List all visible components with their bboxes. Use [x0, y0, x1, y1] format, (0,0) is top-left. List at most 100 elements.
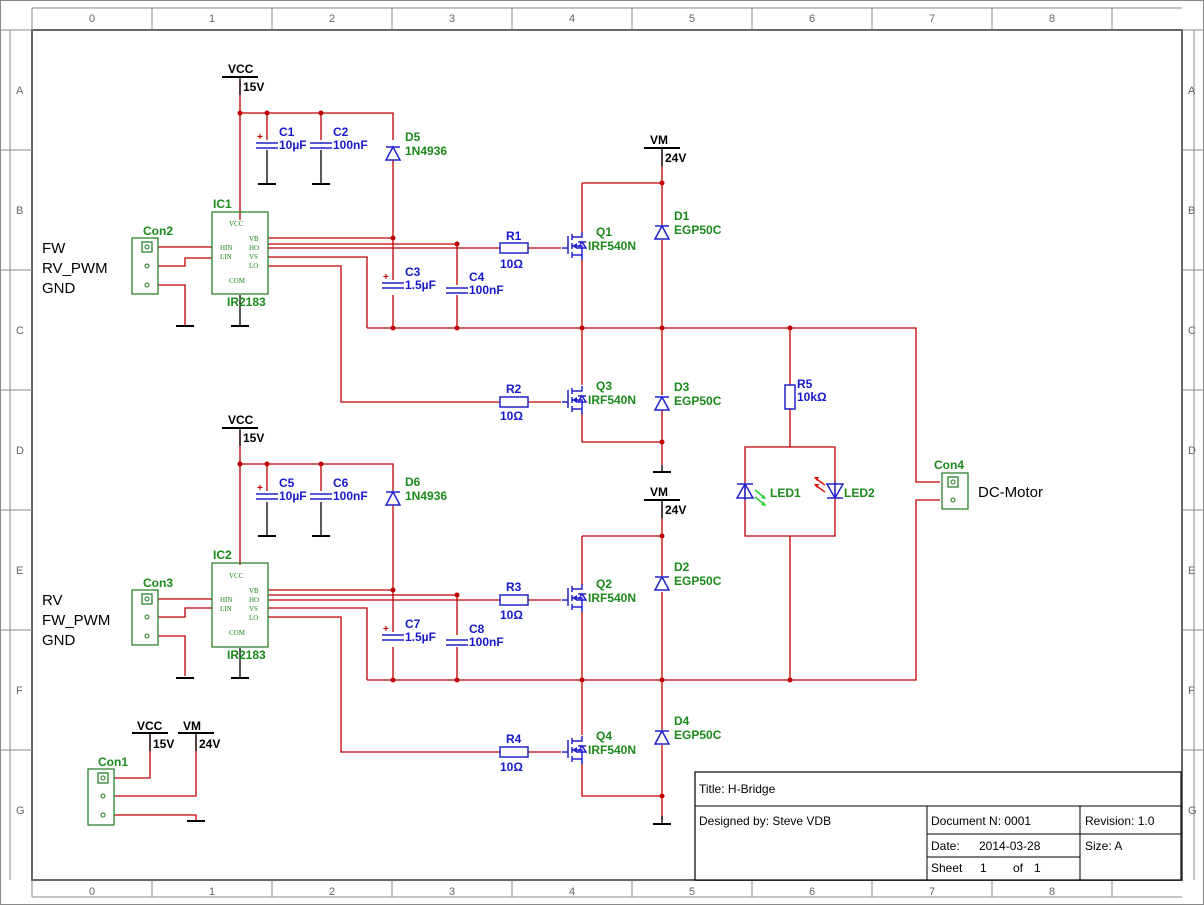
pin-hin: HIN: [220, 596, 232, 604]
column-label: 3: [449, 886, 455, 898]
ref-label: R5: [797, 377, 813, 391]
capacitor-c3[interactable]: +C31.5µF: [382, 265, 436, 292]
date-value: 2014-03-28: [979, 839, 1041, 853]
connector-con2[interactable]: Con2 FW RV_PWM GND: [42, 224, 173, 297]
vcc-value: 15V: [243, 431, 264, 445]
ref-label: LED1: [770, 486, 801, 500]
connector-con1[interactable]: Con1: [87, 755, 128, 826]
value-label: EGP50C: [674, 223, 722, 237]
junction-dot: [659, 439, 665, 445]
part-label: IRF540N: [588, 743, 636, 757]
pin-ho: HO: [249, 596, 259, 604]
resistor-r5[interactable]: R5 10kΩ: [784, 377, 827, 410]
value-label: 1.5µF: [405, 278, 436, 292]
title-block: Title: H-Bridge Designed by: Steve VDB D…: [694, 771, 1182, 881]
pin-vb: VB: [249, 235, 259, 243]
junction-dot: [390, 587, 396, 593]
resistor-r2[interactable]: R2 10Ω: [499, 382, 529, 423]
designed-value: Steve VDB: [772, 814, 831, 828]
document-label: Document N:: [931, 814, 1001, 828]
ic-ic1[interactable]: IC1 IR2183 VCC HIN LIN COM VB HO VS LO: [211, 197, 269, 309]
column-label: 7: [929, 886, 935, 898]
power-vm-con1: VM 24V: [178, 719, 220, 751]
value-label: 10Ω: [500, 409, 523, 423]
value-label: 10kΩ: [797, 390, 827, 404]
junction-dot: [579, 325, 585, 331]
vm-label: VM: [183, 719, 201, 733]
junction-dot: [659, 677, 665, 683]
junction-dot: [390, 235, 396, 241]
date-label: Date:: [931, 839, 960, 853]
vm-label: VM: [650, 133, 668, 147]
value-label: 10Ω: [500, 257, 523, 271]
column-label: 6: [809, 886, 815, 898]
connector-con3[interactable]: Con3 RV FW_PWM GND: [42, 576, 173, 649]
junction-dot: [454, 325, 460, 331]
wires: [114, 80, 940, 820]
value-label: 100nF: [333, 489, 368, 503]
signal-rv-pwm: RV_PWM: [42, 260, 108, 277]
led-led2[interactable]: LED2: [814, 477, 875, 500]
power-vm-mid: VM 24V: [644, 485, 686, 518]
column-label: 5: [689, 886, 695, 898]
column-label: 4: [569, 13, 575, 25]
ref-label: D2: [674, 560, 690, 574]
part-label: IR2183: [227, 295, 266, 309]
value-label: 1N4936: [405, 144, 447, 158]
ref-label: Q4: [596, 729, 612, 743]
junction-dot: [390, 325, 396, 331]
ref-label: Con2: [143, 224, 173, 238]
pin-lin: LIN: [220, 605, 232, 613]
junction-dot: [237, 461, 243, 467]
ref-label: LED2: [844, 486, 875, 500]
value-label: EGP50C: [674, 394, 722, 408]
pin-lo: LO: [249, 262, 258, 270]
vm-value: 24V: [665, 151, 686, 165]
power-vcc-top: VCC 15V: [222, 62, 264, 95]
part-label: IRF540N: [588, 591, 636, 605]
row-label: A: [16, 85, 24, 97]
pin-vcc: VCC: [229, 572, 244, 580]
row-label: F: [16, 685, 23, 697]
pin-lo: LO: [249, 614, 258, 622]
column-label: 2: [329, 886, 335, 898]
vcc-label: VCC: [228, 62, 254, 76]
connector-con4[interactable]: Con4 DC-Motor: [934, 458, 1043, 510]
led-led1[interactable]: LED1: [735, 482, 801, 506]
resistor-r1[interactable]: R1 10Ω: [499, 229, 529, 271]
ic-ic2[interactable]: IC2 IR2183 VCC HIN LIN COM VB HO VS LO: [211, 548, 269, 662]
row-label: E: [16, 565, 23, 577]
resistor-r4[interactable]: R4 10Ω: [499, 732, 529, 774]
pin-com: COM: [229, 277, 246, 285]
capacitor-c7[interactable]: +C71.5µF: [382, 617, 436, 644]
row-label: C: [1188, 325, 1196, 337]
part-label: IRF540N: [588, 393, 636, 407]
ref-label: C4: [469, 270, 485, 284]
junction-dot: [264, 110, 270, 116]
svg-text:+: +: [383, 624, 389, 635]
svg-text:Designed by: Steve VDB: Designed by: Steve VDB: [699, 814, 831, 828]
resistor-r3[interactable]: R3 10Ω: [499, 580, 529, 622]
pin-com: COM: [229, 629, 246, 637]
junction-dot: [318, 461, 324, 467]
motor-label: DC-Motor: [978, 484, 1043, 501]
column-label: 3: [449, 13, 455, 25]
junction-dot: [579, 677, 585, 683]
svg-text:+: +: [383, 272, 389, 283]
